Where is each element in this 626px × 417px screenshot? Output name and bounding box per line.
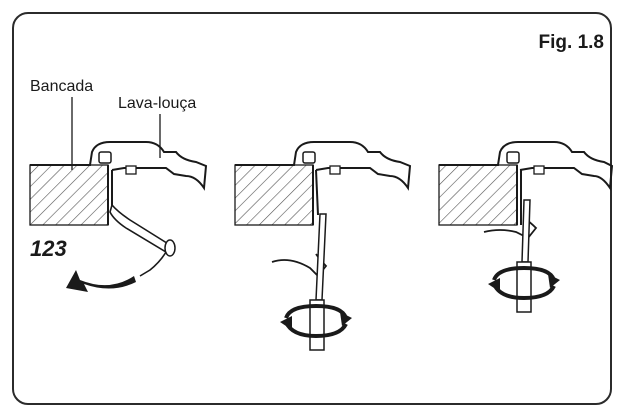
countertop-label: Bancada	[30, 78, 94, 95]
screwdriver-rotation-icon	[280, 303, 352, 339]
step-number: 123	[30, 236, 67, 261]
sink-rim	[235, 141, 412, 191]
clip-screw	[521, 199, 531, 263]
mounting-nut	[302, 151, 316, 164]
clip-head	[125, 165, 137, 175]
sink-label: Lava-louça	[118, 95, 197, 112]
screwdriver-rotation-icon	[488, 265, 560, 301]
mounting-nut	[506, 151, 520, 164]
figure-title: Fig. 1.8	[538, 32, 604, 53]
countertop-block	[438, 164, 518, 226]
clip-screw	[315, 213, 327, 301]
rotate-arrow-icon	[66, 270, 136, 292]
clip-arm	[315, 169, 319, 216]
clip-head	[533, 165, 545, 175]
panel-1	[29, 141, 208, 292]
clip-screw-head	[164, 239, 176, 257]
mounting-clip-rotating	[109, 203, 172, 254]
sink-rim	[30, 141, 208, 191]
mounting-nut	[98, 151, 112, 164]
countertop-block	[234, 164, 314, 226]
clip-hook	[139, 251, 167, 277]
countertop-block	[29, 164, 109, 226]
sink-rim	[439, 141, 614, 191]
clip-head	[329, 165, 341, 175]
panel-2	[234, 141, 412, 351]
panel-3	[438, 141, 614, 313]
